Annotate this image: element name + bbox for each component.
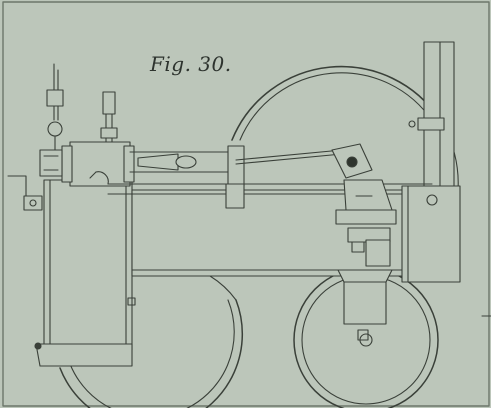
front-wheel xyxy=(59,275,244,408)
cylinder-assembly xyxy=(39,141,135,187)
axle-box xyxy=(337,269,393,341)
chimney xyxy=(408,41,455,191)
crank-handle xyxy=(7,175,43,211)
connecting-rod xyxy=(235,149,343,165)
safety-valve xyxy=(100,91,118,143)
rocker-bracket xyxy=(331,143,397,225)
side-box xyxy=(401,185,461,283)
pump-cylinder xyxy=(347,227,391,267)
crosshead-guides xyxy=(129,145,245,187)
governor xyxy=(46,63,64,151)
figure-title: Fig. 30. xyxy=(150,52,232,76)
